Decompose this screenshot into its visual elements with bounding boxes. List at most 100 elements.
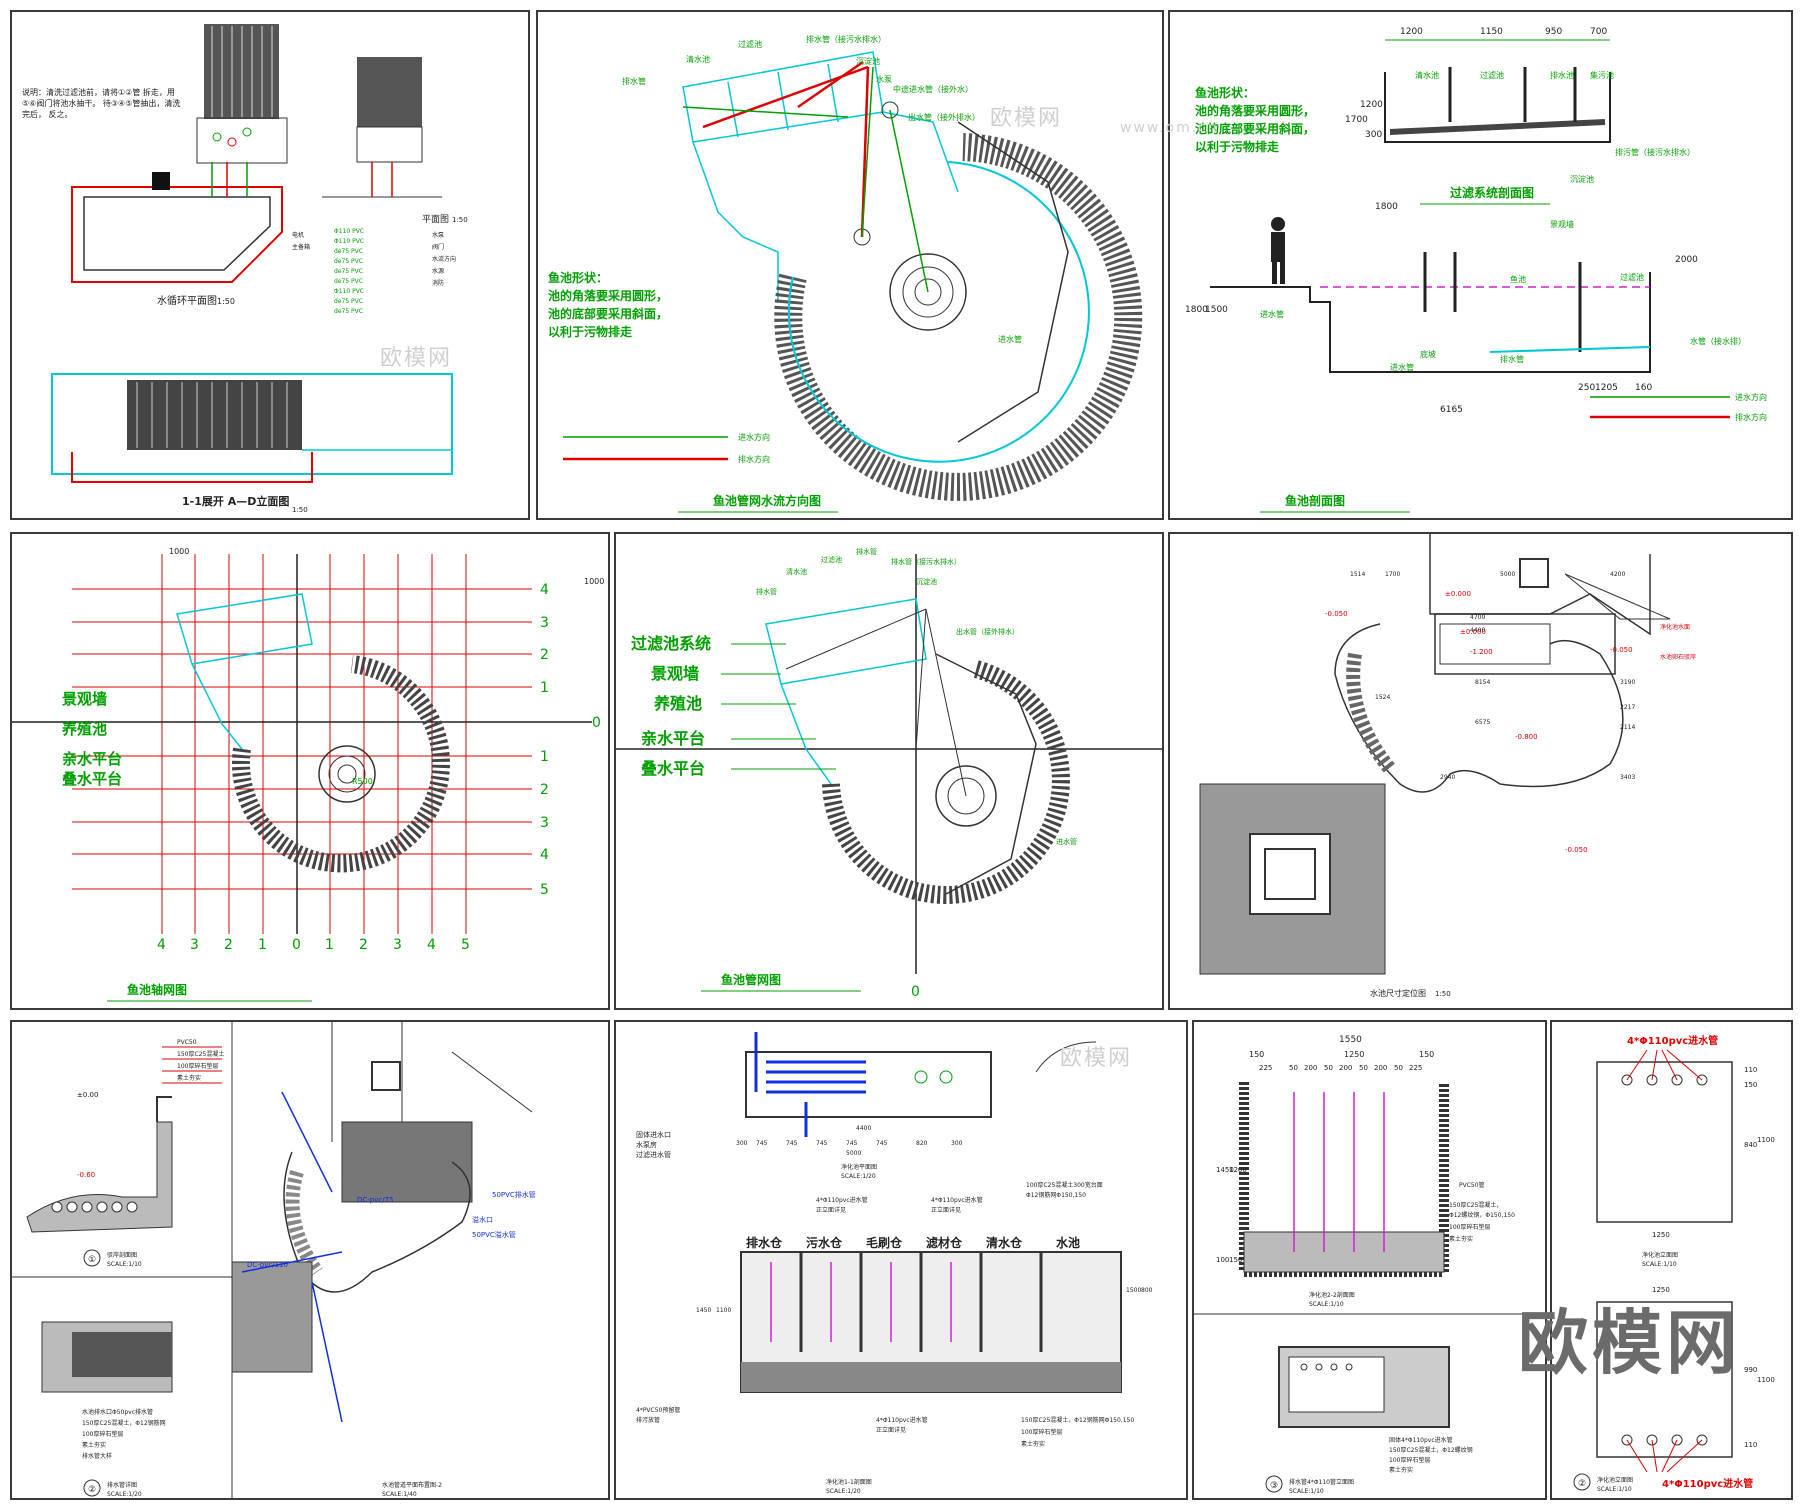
svg-text:Φ12钢筋网Φ150,150: Φ12钢筋网Φ150,150: [1026, 1191, 1086, 1199]
svg-text:-0.050: -0.050: [1565, 846, 1588, 854]
svg-text:过滤池: 过滤池: [821, 555, 842, 564]
svg-text:1800: 1800: [1375, 202, 1398, 212]
svg-text:1250: 1250: [1652, 1286, 1670, 1294]
svg-text:水管（接水排）: 水管（接水排）: [1690, 336, 1746, 346]
svg-text:2: 2: [224, 937, 233, 953]
svg-text:沉淀池: 沉淀池: [856, 56, 880, 66]
svg-text:Φ12螺纹钢，Φ150,150: Φ12螺纹钢，Φ150,150: [1449, 1211, 1515, 1219]
water-circulation-drawing: 水循环平面图 1:50 平面图 1:50 说明：清洗过滤池前，请将①②管 拆走，…: [22, 24, 468, 514]
bank-section: [26, 1121, 173, 1233]
chamber-pool: 水池: [1056, 1235, 1080, 1250]
svg-text:200: 200: [1374, 1064, 1387, 1072]
svg-text:进水管: 进水管: [1056, 837, 1077, 846]
chamber-clear: 清水仓: [986, 1235, 1023, 1250]
svg-text:de75 PVC: de75 PVC: [334, 278, 363, 285]
label-water-platform: 亲水平台: [62, 750, 122, 768]
svg-text:5: 5: [540, 882, 549, 898]
svg-text:排水管: 排水管: [622, 76, 646, 86]
grid-pond-ring: [231, 655, 450, 873]
svg-text:1000: 1000: [584, 577, 604, 586]
svg-text:1: 1: [540, 749, 549, 765]
svg-text:±0.00: ±0.00: [77, 1091, 98, 1099]
svg-text:2: 2: [540, 647, 549, 663]
flow-direction-drawing: 排水管 清水池 过滤池 排水管（接污水排水） 沉淀池 水泵 中途进水管（接外水）…: [548, 34, 1143, 513]
svg-text:1:50: 1:50: [1435, 990, 1451, 998]
svg-text:990: 990: [1744, 1366, 1757, 1374]
svg-text:3: 3: [540, 815, 549, 831]
svg-text:4700: 4700: [1470, 614, 1485, 621]
svg-text:1000: 1000: [169, 547, 189, 556]
svg-text:150: 150: [1229, 1256, 1242, 1264]
panel-flow-direction: 排水管 清水池 过滤池 排水管（接污水排水） 沉淀池 水泵 中途进水管（接外水）…: [536, 10, 1164, 520]
inlet-label-top: 4*Φ110pvc进水管: [1627, 1034, 1718, 1047]
svg-text:800: 800: [1141, 1287, 1153, 1294]
svg-text:1100: 1100: [1757, 1136, 1775, 1144]
svg-text:150: 150: [1419, 1050, 1434, 1059]
svg-text:水泵: 水泵: [876, 74, 892, 84]
svg-text:水池卵石驳岸: 水池卵石驳岸: [1660, 653, 1696, 661]
svg-text:300: 300: [1365, 130, 1382, 140]
plan-purification-pool: [341, 1121, 473, 1203]
svg-text:745: 745: [846, 1140, 858, 1147]
chamber-filter: 滤材仓: [926, 1235, 963, 1250]
svg-text:2217: 2217: [1620, 704, 1635, 711]
maintenance-note: 说明：清洗过滤池前，请将①②管 拆走，用⑤⑥阀门将池水抽干。 待③④⑤管抽出，清…: [22, 88, 181, 119]
svg-text:4*Φ110pvc进水管: 4*Φ110pvc进水管: [876, 1416, 928, 1424]
svg-text:1250: 1250: [1344, 1050, 1364, 1059]
svg-text:2: 2: [540, 782, 549, 798]
svg-text:3190: 3190: [1620, 679, 1635, 686]
svg-text:正立面详见: 正立面详见: [876, 1426, 906, 1434]
svg-text:150厚C25混凝土: 150厚C25混凝土: [177, 1050, 224, 1058]
svg-text:正立面详见: 正立面详见: [816, 1206, 846, 1214]
svg-text:R500: R500: [352, 777, 373, 786]
center-fountain: [889, 253, 967, 331]
svg-text:3: 3: [540, 615, 549, 631]
svg-text:50: 50: [1289, 1064, 1298, 1072]
svg-text:de75 PVC: de75 PVC: [334, 308, 363, 315]
svg-text:Φ110 PVC: Φ110 PVC: [334, 288, 364, 295]
svg-text:±0.000: ±0.000: [1445, 590, 1471, 598]
svg-text:840: 840: [1744, 1141, 1757, 1149]
svg-text:50PVC排水管: 50PVC排水管: [492, 1190, 536, 1199]
chamber-brush: 毛刷仓: [866, 1235, 903, 1250]
pond-section-outline: [1210, 272, 1651, 373]
svg-text:③: ③: [1270, 1481, 1278, 1491]
svg-text:4*PVC50预留管: 4*PVC50预留管: [636, 1406, 680, 1414]
svg-text:进水方向: 进水方向: [738, 432, 770, 442]
svg-text:SCALE:1/20: SCALE:1/20: [826, 1488, 861, 1495]
svg-text:225: 225: [1409, 1064, 1422, 1072]
side-title: 平面图: [422, 214, 449, 225]
svg-text:底坡: 底坡: [1420, 349, 1436, 359]
svg-text:de75 PVC: de75 PVC: [334, 248, 363, 255]
svg-text:排水管: 排水管: [856, 547, 877, 556]
svg-text:正立面详见: 正立面详见: [931, 1206, 961, 1214]
svg-text:池的角落要采用圆形，: 池的角落要采用圆形，: [548, 288, 668, 303]
svg-text:集污池: 集污池: [1590, 70, 1614, 80]
section-title-1-1: 净化池1-1剖面图: [826, 1478, 872, 1486]
svg-text:主备箱: 主备箱: [292, 243, 310, 251]
chamber-sewage: 污水仓: [806, 1235, 843, 1250]
svg-text:净化池平面图: 净化池平面图: [841, 1163, 877, 1171]
elevation-box-bottom: [1596, 1301, 1733, 1458]
label-water-platform-2: 亲水平台: [641, 729, 705, 748]
svg-text:150: 150: [1249, 1050, 1264, 1059]
panel-water-circulation: 水循环平面图 1:50 平面图 1:50 说明：清洗过滤池前，请将①②管 拆走，…: [10, 10, 530, 520]
svg-text:排水方向: 排水方向: [1735, 412, 1767, 422]
svg-text:1: 1: [258, 937, 267, 953]
section-title: 鱼池剖面图: [1285, 493, 1345, 508]
svg-text:250: 250: [1578, 383, 1595, 393]
svg-text:-0.050: -0.050: [1325, 610, 1348, 618]
svg-text:1200: 1200: [1400, 27, 1423, 37]
svg-text:净化池2-2剖面图: 净化池2-2剖面图: [1309, 1291, 1355, 1299]
svg-text:4: 4: [540, 847, 549, 863]
svg-text:160: 160: [1635, 383, 1652, 393]
dimension-title: 水池尺寸定位图: [1370, 988, 1426, 998]
svg-text:4200: 4200: [1610, 571, 1625, 578]
svg-text:225: 225: [1259, 1064, 1272, 1072]
svg-text:水泵房: 水泵房: [636, 1140, 657, 1149]
